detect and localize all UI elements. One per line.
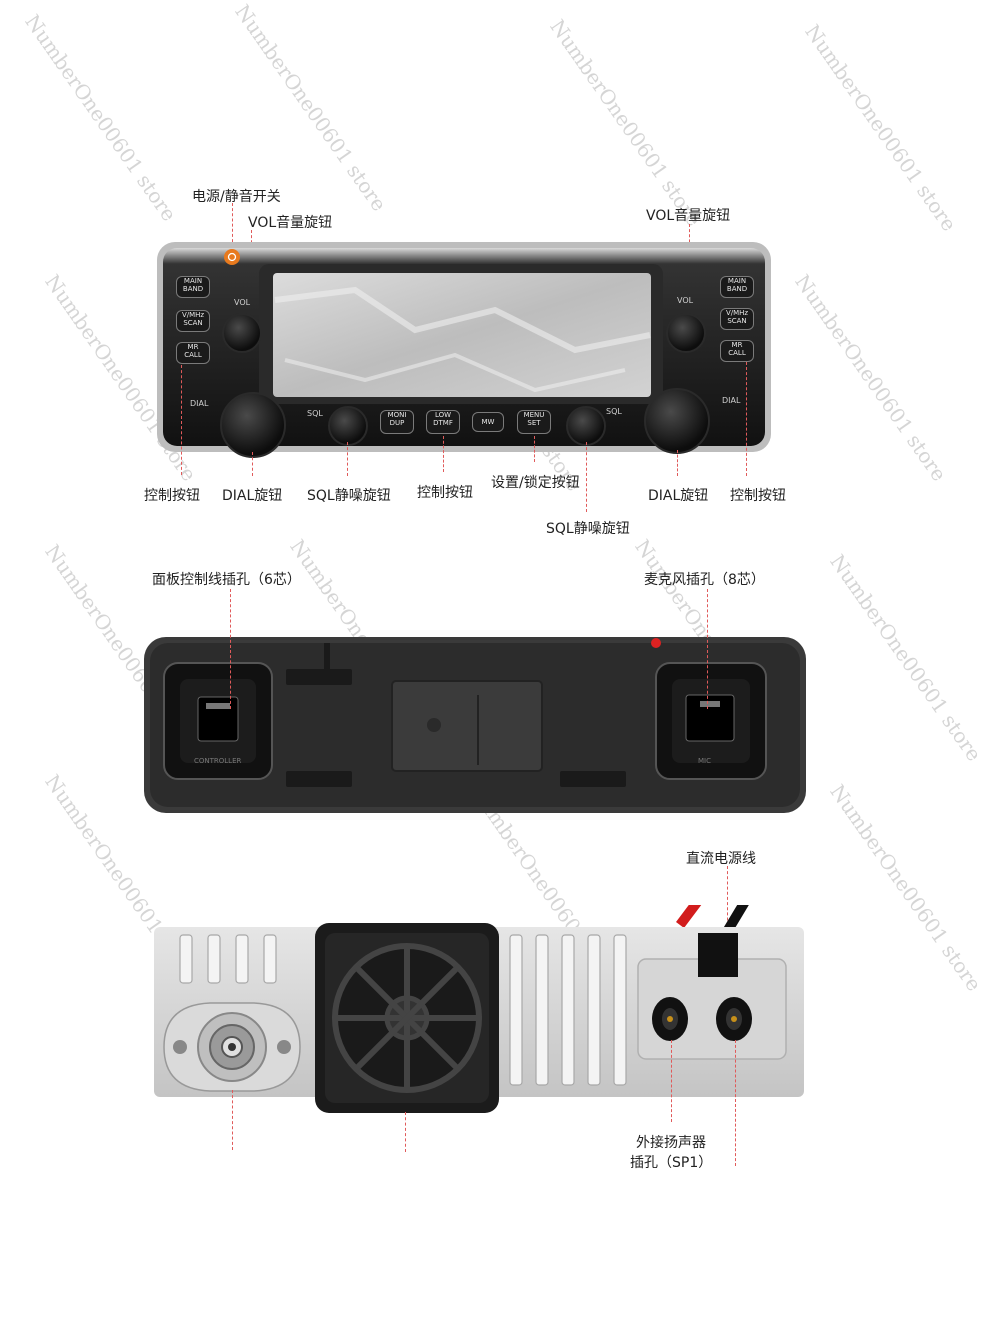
button-label: MR CALL bbox=[728, 341, 746, 357]
panel-text-dial-left: DIAL bbox=[190, 399, 209, 408]
watermark: NumberOne00601 store bbox=[545, 15, 707, 231]
vol-knob-right[interactable] bbox=[666, 313, 706, 353]
pointer-line bbox=[707, 589, 709, 709]
watermark: NumberOne00601 store bbox=[825, 780, 987, 996]
main-band-button-right[interactable]: MAIN BAND bbox=[720, 276, 754, 298]
button-label: MW bbox=[481, 418, 495, 426]
watermark: NumberOne00601 store bbox=[20, 10, 182, 226]
pointer-line bbox=[232, 203, 234, 273]
label-mic-jack: 麦克风插孔（8芯） bbox=[644, 572, 765, 588]
label-vol-right: VOL音量旋钮 bbox=[646, 208, 731, 224]
main-band-button-left[interactable]: MAIN BAND bbox=[176, 276, 210, 298]
port-text-mic: MIC bbox=[698, 757, 711, 765]
pointer-line bbox=[232, 1090, 234, 1150]
dial-knob-right[interactable] bbox=[644, 388, 710, 454]
front-panel-device bbox=[157, 242, 771, 452]
button-label: V/MHz SCAN bbox=[725, 309, 749, 325]
label-power-mute: 电源/静音开关 bbox=[192, 189, 281, 205]
button-label: V/MHz SCAN bbox=[181, 311, 205, 327]
pointer-line bbox=[181, 365, 183, 475]
pointer-line bbox=[746, 362, 748, 476]
label-control-buttons-middle: 控制按钮 bbox=[417, 485, 473, 501]
port-text-controller: CONTROLLER bbox=[194, 757, 242, 765]
panel-text-sql-right: SQL bbox=[606, 407, 622, 416]
pointer-line bbox=[677, 450, 679, 476]
label-vol-left: VOL音量旋钮 bbox=[248, 215, 333, 231]
button-label: MR CALL bbox=[184, 343, 202, 359]
pointer-line bbox=[443, 436, 445, 472]
mw-button[interactable]: MW bbox=[472, 412, 504, 432]
vmhz-scan-button-left[interactable]: V/MHz SCAN bbox=[176, 310, 210, 332]
pointer-line bbox=[727, 866, 729, 936]
button-label: MAIN BAND bbox=[182, 277, 204, 293]
pointer-line bbox=[347, 442, 349, 476]
label-sql-left: SQL静噪旋钮 bbox=[307, 488, 391, 504]
main-body-rear-device bbox=[154, 905, 804, 1113]
mr-call-button-right[interactable]: MR CALL bbox=[720, 340, 754, 362]
button-label: LOW DTMF bbox=[433, 411, 453, 427]
watermark: NumberOne00601 store bbox=[825, 550, 987, 766]
label-dc-cable: 直流电源线 bbox=[686, 851, 756, 867]
panel-text-vol-right: VOL bbox=[677, 296, 694, 305]
button-label: MONI DUP bbox=[387, 411, 407, 427]
watermark: NumberOne00601 store bbox=[800, 20, 962, 236]
low-dtmf-button[interactable]: LOW DTMF bbox=[426, 410, 460, 434]
moni-dup-button[interactable]: MONI DUP bbox=[380, 410, 414, 434]
dial-knob-left[interactable] bbox=[220, 392, 286, 458]
label-sql-right: SQL静噪旋钮 bbox=[546, 521, 630, 537]
panel-text-vol-left: VOL bbox=[234, 298, 251, 307]
label-control-buttons-right: 控制按钮 bbox=[730, 488, 786, 504]
label-setup-lock: 设置/锁定按钮 bbox=[491, 475, 580, 491]
button-label: MENU SET bbox=[523, 411, 545, 427]
pointer-line bbox=[671, 1040, 673, 1122]
watermark: NumberOne00601 store bbox=[230, 0, 392, 216]
sql-knob-left[interactable] bbox=[328, 406, 368, 446]
pointer-line bbox=[586, 442, 588, 512]
watermark: NumberOne00601 store bbox=[790, 270, 952, 486]
panel-text-dial-right: DIAL bbox=[722, 396, 741, 405]
vmhz-scan-button-right[interactable]: V/MHz SCAN bbox=[720, 308, 754, 330]
label-control-jack: 面板控制线插孔（6芯） bbox=[152, 572, 301, 588]
button-label: MAIN BAND bbox=[726, 277, 748, 293]
label-dial-left: DIAL旋钮 bbox=[222, 488, 283, 504]
pointer-line bbox=[534, 436, 536, 462]
label-dial-right: DIAL旋钮 bbox=[648, 488, 709, 504]
pointer-line bbox=[405, 1112, 407, 1152]
pointer-line bbox=[252, 452, 254, 476]
rear-panel-device bbox=[144, 637, 806, 813]
sql-knob-right[interactable] bbox=[566, 406, 606, 446]
mr-call-button-left[interactable]: MR CALL bbox=[176, 342, 210, 364]
pointer-line bbox=[230, 589, 232, 709]
pointer-line bbox=[735, 1040, 737, 1166]
panel-text-sql-left: SQL bbox=[307, 409, 323, 418]
label-control-buttons-left: 控制按钮 bbox=[144, 488, 200, 504]
label-speaker-jack-line1: 外接扬声器 bbox=[636, 1135, 706, 1151]
menu-set-button[interactable]: MENU SET bbox=[517, 410, 551, 434]
label-speaker-jack-line2: 插孔（SP1） bbox=[630, 1155, 713, 1171]
vol-knob-left[interactable] bbox=[222, 313, 262, 353]
